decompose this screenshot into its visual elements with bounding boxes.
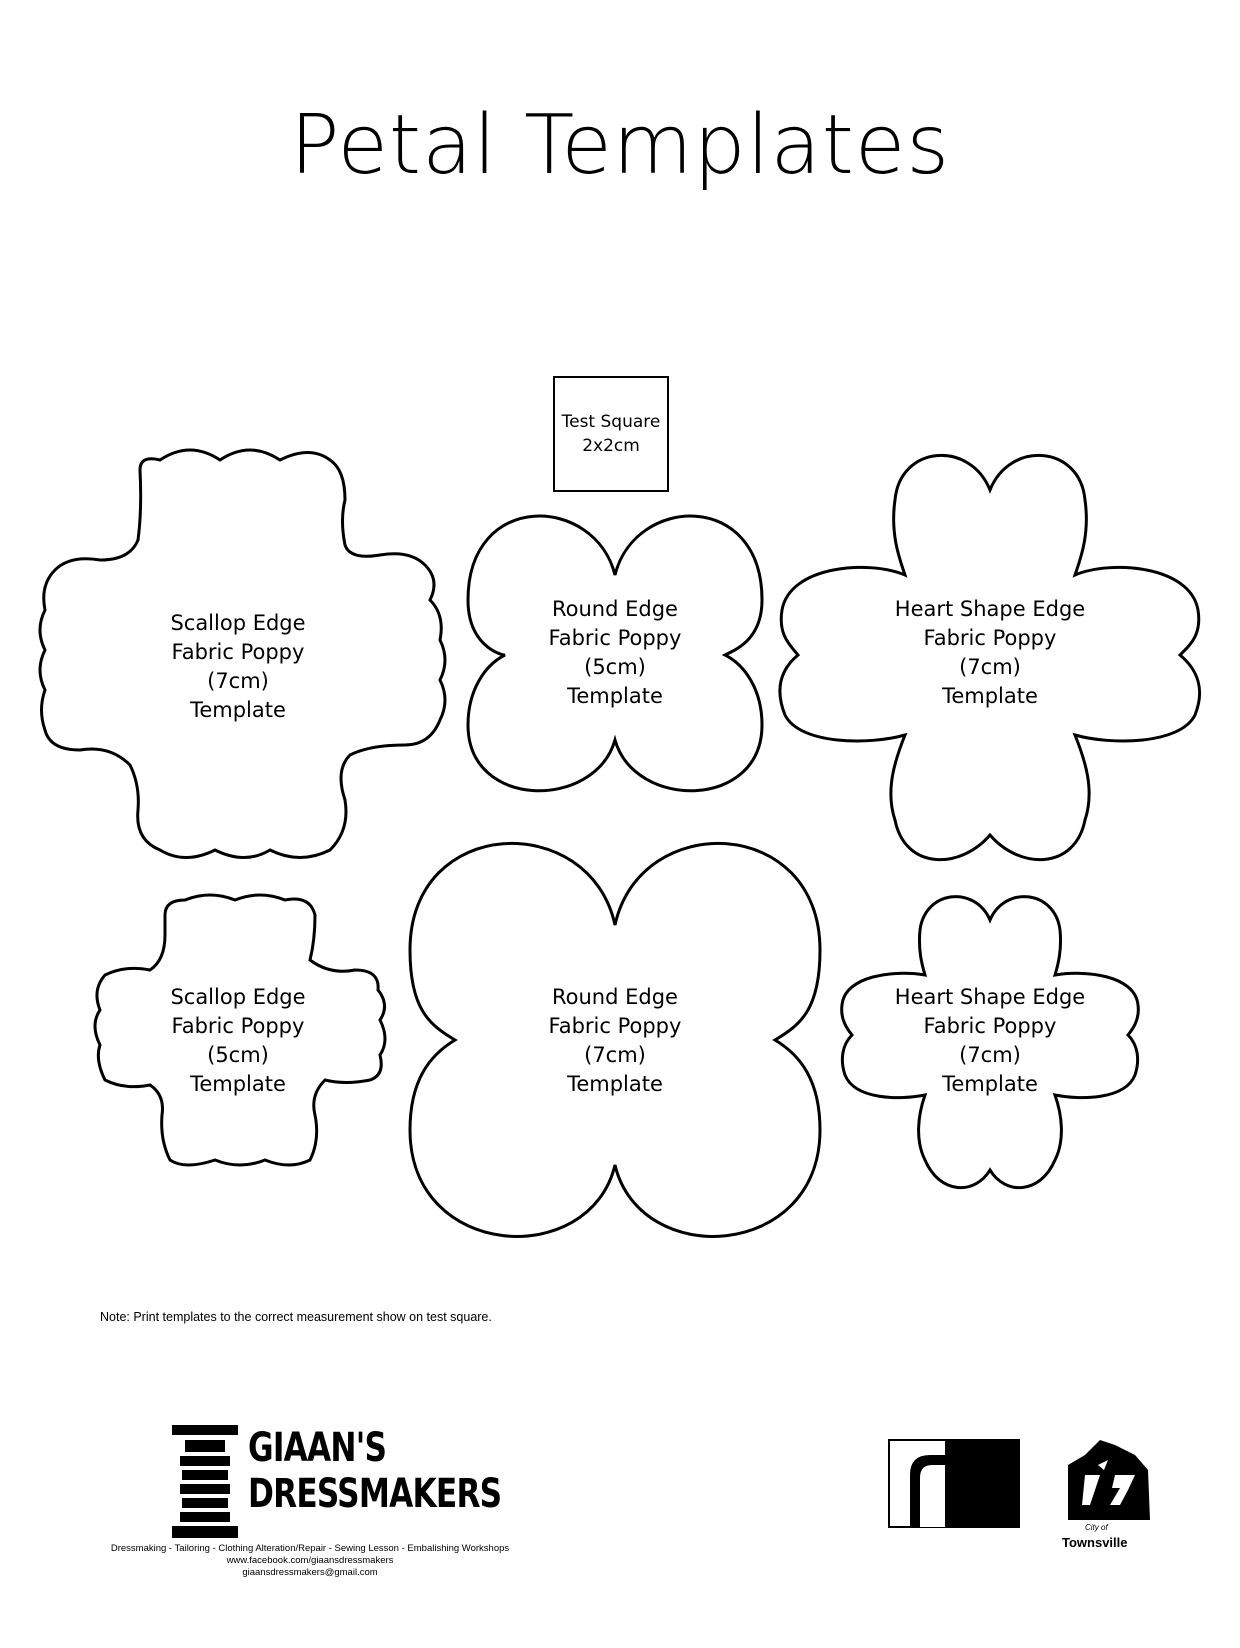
heart-7cm-small-outline (840, 895, 1140, 1190)
heart-7cm-outline (778, 454, 1202, 862)
test-square-label: Test Square (561, 412, 661, 432)
round-5cm-outline (466, 514, 764, 793)
scallop-5cm-label: Scallop Edge Fabric Poppy (5cm) Template (170, 985, 306, 1096)
test-square-size: 2x2cm (582, 436, 640, 456)
townsville-label: Townsville (1062, 1535, 1128, 1550)
brand-contact: Dressmaking - Tailoring - Clothing Alter… (80, 1543, 540, 1579)
test-square: Test Square 2x2cm (553, 376, 669, 492)
spool-logo-icon (172, 1425, 238, 1538)
facebook-link[interactable]: www.facebook.com/giaansdressmakers (226, 1555, 394, 1566)
scallop-7cm-outline (38, 448, 447, 859)
city-of-label: City of (1085, 1523, 1108, 1532)
round-7cm-label: Round Edge Fabric Poppy (7cm) Template (548, 985, 682, 1096)
scallop-5cm-outline (93, 893, 387, 1167)
services-line: Dressmaking - Tailoring - Clothing Alter… (110, 1543, 510, 1554)
townsville-logo (1068, 1440, 1150, 1520)
round-5cm-label: Round Edge Fabric Poppy (5cm) Template (548, 597, 682, 708)
partner-logo (888, 1439, 1020, 1528)
page-title: Petal Templates (289, 98, 951, 193)
brand-name: GIAAN'S DRESSMAKERS (248, 1425, 502, 1517)
email-link[interactable]: giaansdressmakers@gmail.com (242, 1567, 378, 1578)
print-note: Note: Print templates to the correct mea… (100, 1310, 492, 1324)
round-7cm-outline (408, 841, 822, 1238)
scallop-7cm-label: Scallop Edge Fabric Poppy (7cm) Template (170, 611, 306, 722)
heart-7cm-label: Heart Shape Edge Fabric Poppy (7cm) Temp… (894, 597, 1086, 708)
heart-7cm-small-label: Heart Shape Edge Fabric Poppy (7cm) Temp… (894, 985, 1086, 1096)
